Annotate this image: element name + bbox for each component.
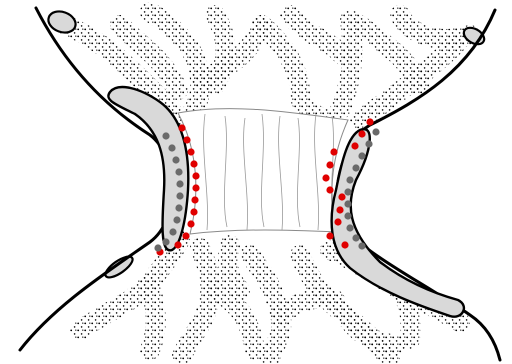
red-dot bbox=[174, 241, 181, 248]
grey-dot bbox=[346, 176, 353, 183]
red-dot bbox=[336, 206, 343, 213]
grey-dot bbox=[175, 204, 182, 211]
grey-dot bbox=[176, 180, 183, 187]
red-dot bbox=[183, 136, 190, 143]
red-dot bbox=[187, 220, 194, 227]
grey-dot bbox=[162, 132, 169, 139]
grey-dot bbox=[344, 188, 351, 195]
grey-dot bbox=[175, 168, 182, 175]
grey-dot bbox=[162, 238, 169, 245]
grey-dot bbox=[352, 234, 359, 241]
grey-dot bbox=[372, 128, 379, 135]
grey-dot bbox=[352, 164, 359, 171]
red-dot bbox=[366, 118, 373, 125]
grey-dot bbox=[168, 144, 175, 151]
lower-branch-dots bbox=[80, 240, 460, 360]
red-dot bbox=[192, 184, 199, 191]
red-dot bbox=[191, 196, 198, 203]
fiber-bundle bbox=[178, 109, 348, 234]
red-dot bbox=[338, 193, 345, 200]
grey-dot bbox=[358, 152, 365, 159]
grey-dot bbox=[365, 140, 372, 147]
red-dot bbox=[326, 186, 333, 193]
red-dot bbox=[190, 160, 197, 167]
red-dot bbox=[190, 208, 197, 215]
grey-dot bbox=[154, 244, 161, 251]
grey-dot bbox=[344, 200, 351, 207]
red-dot bbox=[334, 218, 341, 225]
grey-dot bbox=[358, 242, 365, 249]
red-dot bbox=[182, 232, 189, 239]
red-dot bbox=[192, 172, 199, 179]
red-dot bbox=[341, 241, 348, 248]
grey-dot bbox=[172, 156, 179, 163]
grey-dot bbox=[173, 216, 180, 223]
grey-dot bbox=[169, 228, 176, 235]
red-dot bbox=[322, 174, 329, 181]
grey-dot bbox=[346, 224, 353, 231]
red-dot bbox=[187, 148, 194, 155]
red-dot bbox=[330, 148, 337, 155]
red-dot bbox=[326, 161, 333, 168]
red-dot bbox=[326, 232, 333, 239]
grey-dot bbox=[176, 192, 183, 199]
grey-dot bbox=[344, 212, 351, 219]
red-dot bbox=[358, 130, 365, 137]
red-dot bbox=[351, 142, 358, 149]
capsule-right bbox=[332, 129, 464, 317]
red-dot bbox=[178, 124, 185, 131]
